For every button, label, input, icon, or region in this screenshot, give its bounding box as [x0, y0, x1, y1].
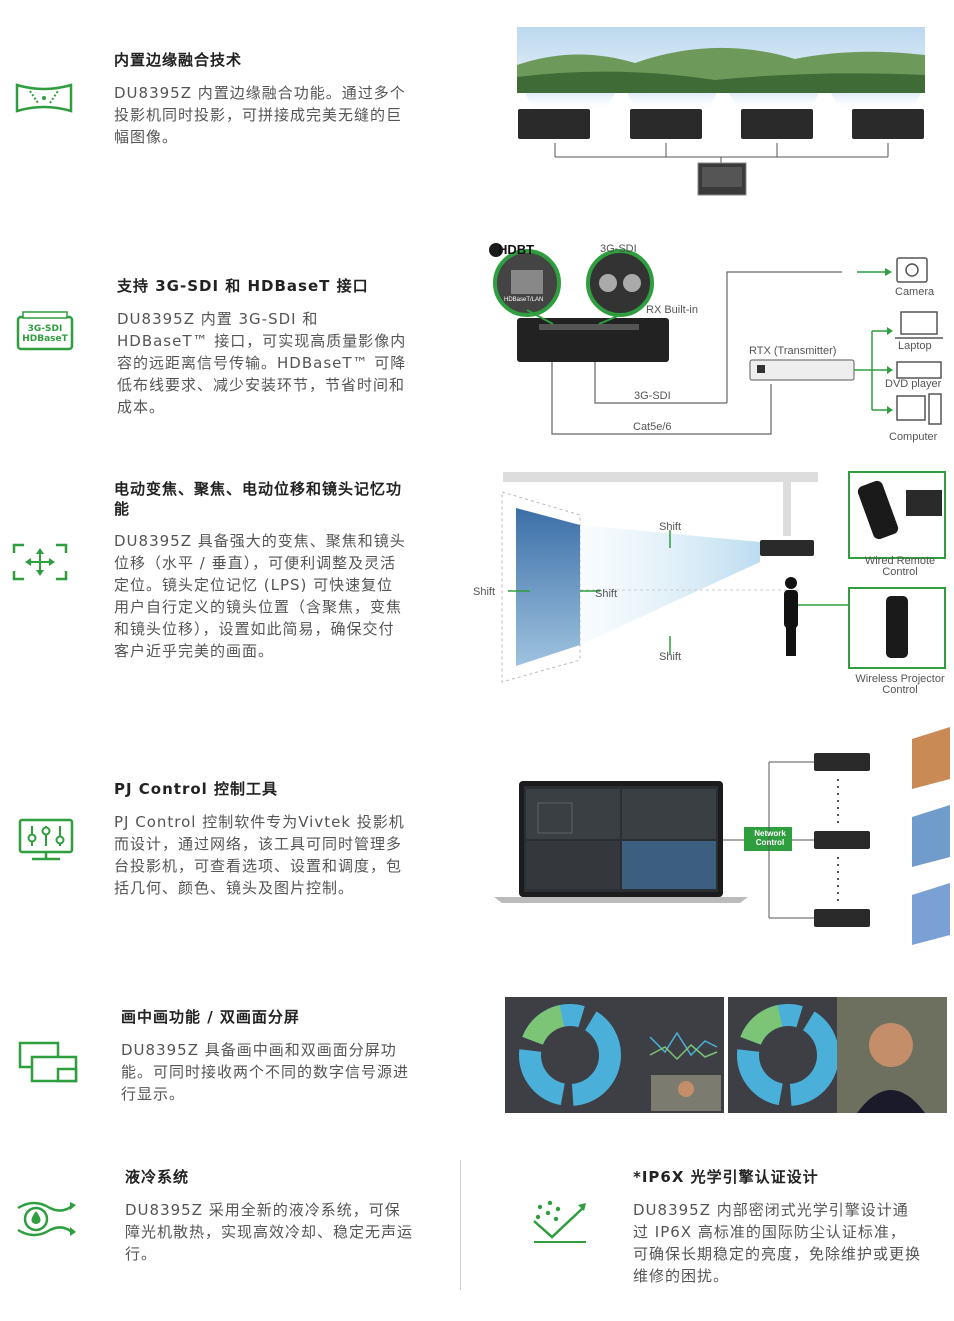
pj-title: PJ Control 控制工具: [114, 780, 279, 798]
shift-left-label: Shift: [473, 586, 496, 598]
edge-blend-icon: [14, 81, 74, 115]
lens-shift-icon: [12, 543, 68, 581]
pj-body: PJ Control 控制软件专为Vivtek 投影机而设计，通过网络，该工具可…: [114, 813, 405, 897]
ip6x-dust-icon: [530, 1199, 590, 1245]
liquid-cooling-icon: [14, 1196, 78, 1240]
ip6x-title: *IP6X 光学引擎认证设计: [633, 1168, 819, 1186]
pj-diagram: [494, 725, 954, 955]
edge-blend-body: DU8395Z 内置边缘融合功能。通过多个投影机同时投影，可拼接成完美无缝的巨幅…: [114, 84, 406, 146]
wired-remote-label: Wired Remote Control: [864, 555, 936, 578]
sdi-icon-label-bottom: HDBaseT: [22, 334, 68, 344]
liquid-title: 液冷系统: [125, 1168, 190, 1186]
edge-blend-diagram: [515, 25, 927, 197]
shift-top-label: Shift: [659, 521, 682, 533]
computer-label: Computer: [889, 431, 938, 443]
liquid-body: DU8395Z 采用全新的液冷系统，可保障光机散热，实现高效冷却、稳定无声运行。: [125, 1201, 414, 1263]
pip-screens: [505, 997, 947, 1113]
camera-label: Camera: [895, 286, 935, 298]
sdi-hdbaset-icon: [15, 311, 75, 355]
dvd-label: DVD player: [885, 378, 942, 390]
sdi-bottom-label: 3G-SDI: [634, 390, 671, 402]
network-control-label: Network Control: [754, 829, 786, 847]
hdbt-logo-text: HDBT: [498, 242, 535, 257]
cat-label: Cat5e/6: [633, 421, 672, 433]
pip-icon: [18, 1041, 78, 1083]
lens-title: 电动变焦、聚焦、电动位移和镜头记忆功能: [114, 480, 403, 518]
wireless-label: Wireless Projector Control: [855, 673, 945, 696]
shift-right-label: Shift: [595, 588, 618, 600]
sdi-top-label: 3G-SDI: [600, 243, 637, 255]
ip6x-body: DU8395Z 内部密闭式光学引擎设计通过 IP6X 高标准的国际防尘认证标准，…: [633, 1201, 922, 1285]
section-divider: [460, 1160, 461, 1290]
sdi-icon-label-top: 3G-SDI: [27, 324, 63, 334]
rtx-label: RTX (Transmitter): [749, 345, 837, 357]
control-panel-icon: [18, 818, 74, 862]
rx-label: RX Built-in: [646, 304, 698, 316]
lens-diagram: [480, 470, 954, 702]
sdi-title: 支持 3G-SDI 和 HDBaseT 接口: [117, 277, 369, 295]
pip-body: DU8395Z 具备画中画和双画面分屏功能。可同时接收两个不同的数字信号源进行显…: [121, 1041, 410, 1103]
sdi-diagram: [487, 238, 952, 446]
sdi-body: DU8395Z 内置 3G-SDI 和 HDBaseT™ 接口，可实现高质量影像…: [117, 310, 407, 416]
pip-title: 画中画功能 / 双画面分屏: [121, 1008, 300, 1026]
hdbaset-lan-label: HDBaseT/LAN: [504, 297, 544, 303]
lens-body: DU8395Z 具备强大的变焦、聚焦和镜头位移（水平 / 垂直），可便利调整及灵…: [114, 532, 406, 660]
laptop-label: Laptop: [898, 340, 932, 352]
shift-bottom-label: Shift: [659, 651, 682, 663]
edge-blend-title: 内置边缘融合技术: [114, 51, 243, 69]
